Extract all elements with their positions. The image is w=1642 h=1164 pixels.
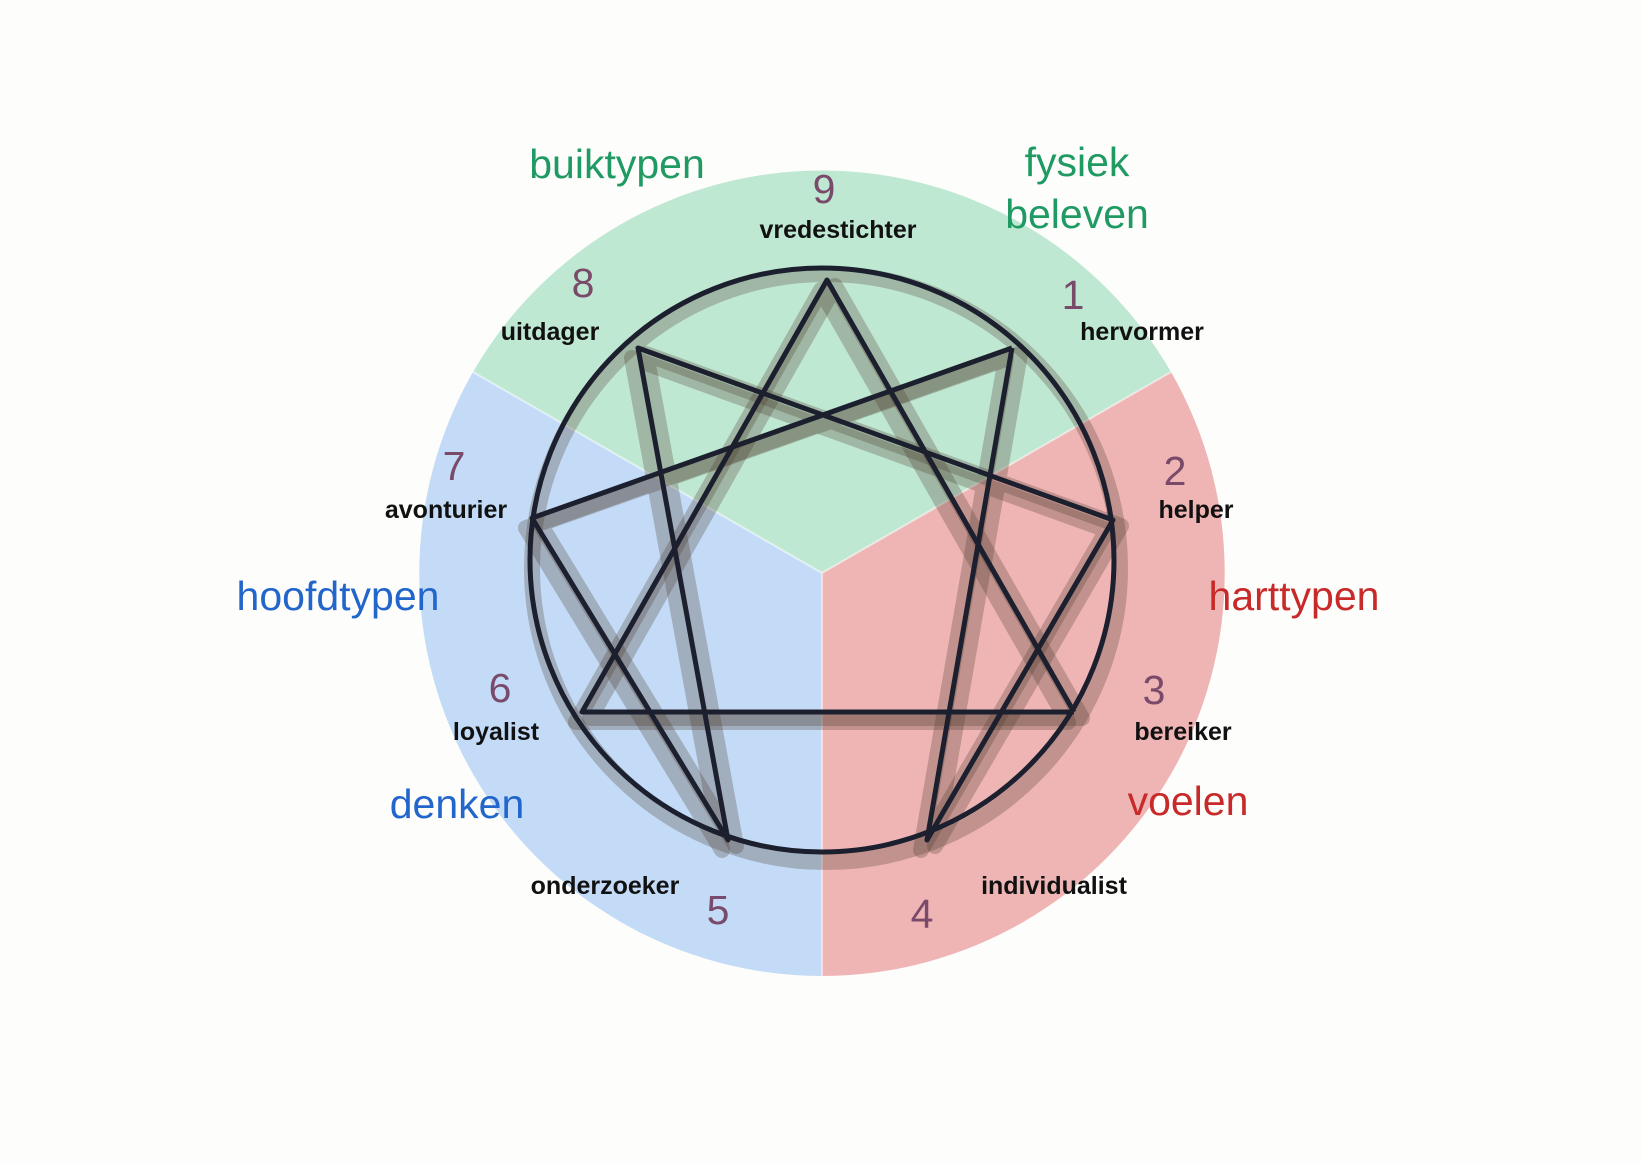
type-2-number: 2	[1164, 448, 1187, 494]
type-8-name: uitdager	[501, 318, 600, 346]
gut-center-mode-line2: beleven	[1005, 191, 1149, 237]
hexad-142857-line	[529, 345, 1116, 843]
type-6-name: loyalist	[453, 718, 540, 746]
type-9-number: 9	[813, 166, 836, 212]
inner-circle	[527, 265, 1117, 855]
sector-outline	[472, 371, 1172, 976]
type-4-number: 4	[911, 891, 934, 937]
type-5-number: 5	[707, 887, 730, 933]
type-7-name: avonturier	[385, 496, 508, 524]
type-2-name: helper	[1158, 496, 1233, 524]
hexad-142857-brush-stroke	[532, 346, 1129, 854]
type-7-number: 7	[443, 443, 466, 489]
heart-center-title: harttypen	[1209, 573, 1380, 619]
type-8-number: 8	[572, 260, 595, 306]
type-5-name: onderzoeker	[531, 872, 680, 900]
type-3-name: bereiker	[1134, 718, 1232, 746]
type-3-number: 3	[1143, 667, 1166, 713]
heart-center-mode: voelen	[1128, 778, 1249, 824]
type-9-name: vredestichter	[759, 216, 916, 244]
type-1-name: hervormer	[1080, 318, 1204, 346]
brush-shadow	[518, 266, 1129, 870]
type-1-number: 1	[1062, 272, 1085, 318]
head-center-mode: denken	[390, 781, 525, 827]
gut-center-title: buiktypen	[529, 141, 705, 187]
enneagram-lines	[529, 277, 1116, 843]
triangle-369-line	[579, 277, 1077, 715]
hexad-142857-brush-stroke	[518, 350, 1115, 858]
triangle-369-brush-stroke	[582, 278, 1090, 726]
gut-center-mode-line1: fysiek	[1025, 139, 1130, 185]
type-6-number: 6	[489, 665, 512, 711]
type-4-name: individualist	[981, 872, 1128, 900]
head-center-title: hoofdtypen	[237, 573, 440, 619]
